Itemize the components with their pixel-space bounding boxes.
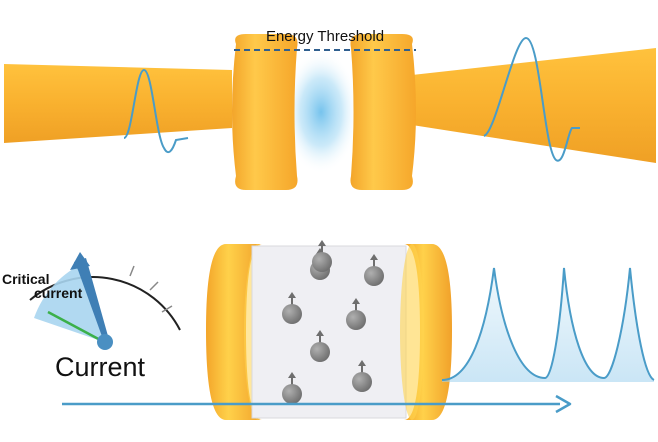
top-junction: Energy Threshold: [4, 28, 656, 190]
critical-marker: [47, 310, 105, 344]
gauge-label: Current: [55, 352, 146, 382]
cooper-pair-icon: [312, 240, 332, 272]
tunnel-glow: [283, 50, 359, 174]
left-pad: [232, 34, 298, 190]
critical-label-line2: current: [34, 285, 83, 301]
left-wire: [4, 64, 232, 143]
cylinder-right-rim: [400, 244, 424, 420]
spike-fill: [442, 268, 654, 382]
gauge-needle-icon: [74, 258, 108, 342]
cooper-pair-icon: [364, 254, 384, 286]
cooper-pair-icon: [282, 292, 302, 324]
cooper-pair-icon: [346, 298, 366, 330]
cylinder-left-cap: [206, 244, 262, 420]
threshold-label: Energy Threshold: [266, 28, 384, 45]
cooper-pair-icon: [352, 360, 372, 392]
current-direction-arrow-icon: [62, 394, 572, 414]
right-pad: [350, 34, 416, 190]
spike-train: [441, 267, 655, 382]
critical-label-line1: Critical: [2, 271, 49, 287]
cylinder-junction: [206, 240, 452, 420]
particle-group: [282, 240, 384, 404]
cooper-pair-icon: [282, 372, 302, 404]
right-pulse: [483, 36, 580, 162]
gauge-pivot: [97, 334, 113, 350]
needle-tip-icon: [70, 252, 90, 270]
gauge: Critical current Current: [2, 252, 181, 382]
spike-line: [441, 267, 655, 381]
cylinder-right-cap: [404, 244, 452, 420]
cooper-pair-icon: [310, 330, 330, 362]
right-wire: [412, 48, 656, 163]
left-pulse: [123, 68, 189, 154]
gauge-ticks: [129, 265, 173, 313]
gauge-arc-outline: [29, 276, 181, 331]
